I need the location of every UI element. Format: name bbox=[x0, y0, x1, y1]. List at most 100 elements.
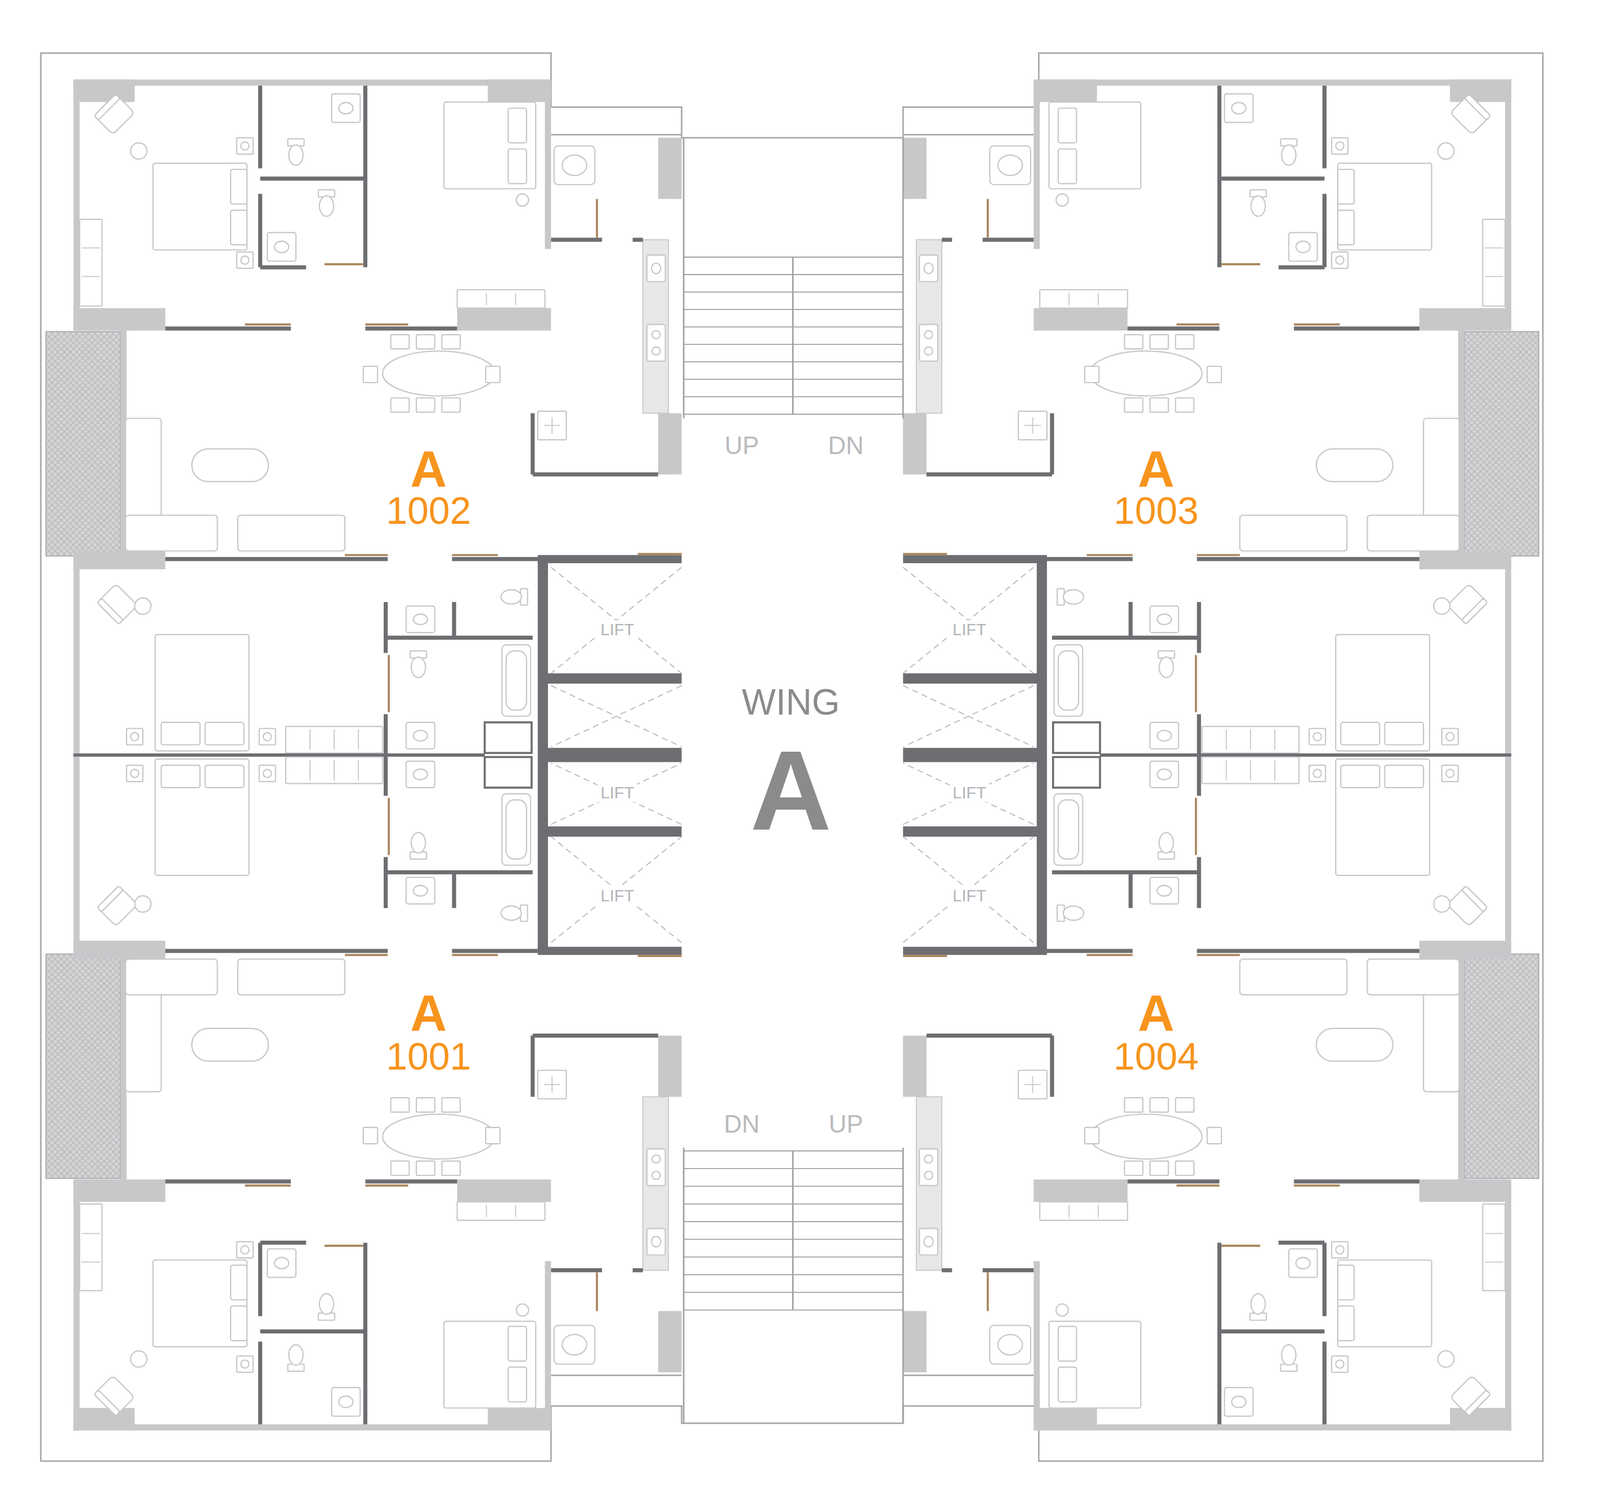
bed bbox=[1337, 1260, 1432, 1347]
wardrobe bbox=[1202, 726, 1300, 753]
sink bbox=[331, 93, 361, 123]
wardrobe bbox=[79, 219, 102, 307]
balcony-rail bbox=[902, 133, 1034, 136]
exterior-wall bbox=[73, 79, 552, 86]
chair bbox=[1149, 1097, 1169, 1112]
wardrobe-divider bbox=[309, 760, 311, 781]
wall-pier bbox=[658, 137, 682, 200]
sink-basin bbox=[1157, 885, 1172, 897]
armchair bbox=[93, 93, 135, 135]
wardrobe-divider bbox=[1484, 1261, 1504, 1263]
chair bbox=[390, 1097, 410, 1112]
lamp bbox=[1055, 194, 1069, 207]
sofa bbox=[125, 515, 218, 551]
sink-basin bbox=[1157, 769, 1172, 780]
bathtub-inner bbox=[506, 650, 527, 710]
exterior-wall bbox=[73, 79, 80, 330]
bathtub bbox=[501, 793, 531, 866]
wardrobe bbox=[457, 289, 546, 309]
wall-pier bbox=[1419, 308, 1512, 331]
armchair-seat bbox=[1446, 583, 1488, 625]
wardrobe-divider bbox=[1250, 760, 1252, 781]
kitchen-counter bbox=[643, 239, 669, 413]
interior-wall bbox=[365, 326, 457, 331]
coffee-table bbox=[1316, 448, 1393, 482]
wardrobe-divider bbox=[1097, 1205, 1099, 1218]
lift-shaft-mark bbox=[902, 567, 1034, 674]
bed bbox=[1049, 101, 1141, 189]
wardrobe-divider bbox=[1068, 1205, 1070, 1218]
sink-basin bbox=[998, 1334, 1023, 1355]
door bbox=[324, 263, 364, 266]
sofa bbox=[1239, 959, 1347, 995]
cooktop bbox=[919, 1148, 938, 1186]
wall-pier bbox=[1419, 550, 1512, 570]
toilet bbox=[410, 650, 427, 678]
pillow bbox=[230, 1265, 247, 1301]
sink bbox=[919, 1228, 938, 1255]
wall-pier bbox=[658, 1310, 682, 1373]
nightstand bbox=[1331, 1241, 1348, 1258]
lamp bbox=[240, 255, 250, 265]
chair bbox=[363, 366, 378, 383]
chair bbox=[485, 1127, 500, 1144]
core-wall bbox=[902, 826, 1042, 837]
fridge-mark bbox=[1032, 1076, 1034, 1093]
armchair-seat bbox=[93, 93, 135, 135]
stair-divider bbox=[792, 1151, 794, 1311]
kitchen-sink bbox=[989, 1325, 1031, 1365]
stair-edge bbox=[902, 137, 905, 419]
sink-basin bbox=[562, 155, 587, 176]
interior-wall bbox=[1197, 856, 1202, 909]
door bbox=[595, 199, 599, 238]
armchair bbox=[97, 583, 138, 625]
lamp bbox=[1335, 141, 1345, 151]
exterior-wall bbox=[1504, 1180, 1512, 1431]
sink-basin bbox=[413, 613, 428, 625]
toilet-bowl bbox=[288, 145, 303, 166]
wardrobe-divider bbox=[486, 292, 488, 305]
chair bbox=[441, 397, 461, 412]
toilet bbox=[1158, 832, 1175, 860]
core-wall bbox=[542, 826, 682, 837]
exterior-wall bbox=[73, 754, 80, 951]
sofa bbox=[1239, 515, 1347, 551]
door bbox=[902, 954, 947, 957]
duct bbox=[484, 757, 532, 788]
wardrobe bbox=[1202, 757, 1300, 784]
interior-wall bbox=[941, 1268, 952, 1273]
pillow bbox=[508, 1367, 527, 1402]
lift-label: LIFT bbox=[598, 783, 638, 803]
bed bbox=[443, 101, 536, 189]
stair-direction: DN bbox=[724, 1111, 761, 1137]
armchair bbox=[1450, 1375, 1491, 1417]
armchair-seat bbox=[1450, 1375, 1491, 1417]
exterior-wall bbox=[1504, 79, 1512, 330]
wardrobe-divider bbox=[357, 729, 359, 750]
armchair-back bbox=[97, 885, 124, 912]
lamp bbox=[240, 141, 250, 151]
wardrobe-divider bbox=[1274, 760, 1276, 781]
sink-basin bbox=[274, 1257, 289, 1269]
lift-shaft-mark bbox=[550, 685, 682, 748]
interior-wall bbox=[1219, 176, 1325, 181]
bathtub bbox=[1054, 644, 1083, 717]
chair bbox=[1124, 1097, 1144, 1112]
toilet bbox=[1280, 138, 1297, 166]
pillow bbox=[1337, 1305, 1355, 1341]
armchair bbox=[97, 885, 138, 927]
lamp bbox=[1335, 1359, 1345, 1369]
toilet bbox=[410, 832, 427, 860]
balcony bbox=[46, 954, 121, 1179]
interior-wall bbox=[632, 1268, 644, 1273]
bed bbox=[1337, 163, 1432, 250]
lift-label: LIFT bbox=[598, 619, 638, 639]
lamp bbox=[1445, 769, 1455, 778]
interior-wall bbox=[165, 556, 388, 561]
toilet-bowl bbox=[319, 1293, 334, 1314]
wall-pier bbox=[1419, 1179, 1512, 1202]
nightstand bbox=[1331, 1355, 1348, 1373]
coffee-table bbox=[1316, 1028, 1393, 1062]
armchair-seat bbox=[93, 1375, 135, 1417]
armchair-back bbox=[97, 598, 124, 624]
